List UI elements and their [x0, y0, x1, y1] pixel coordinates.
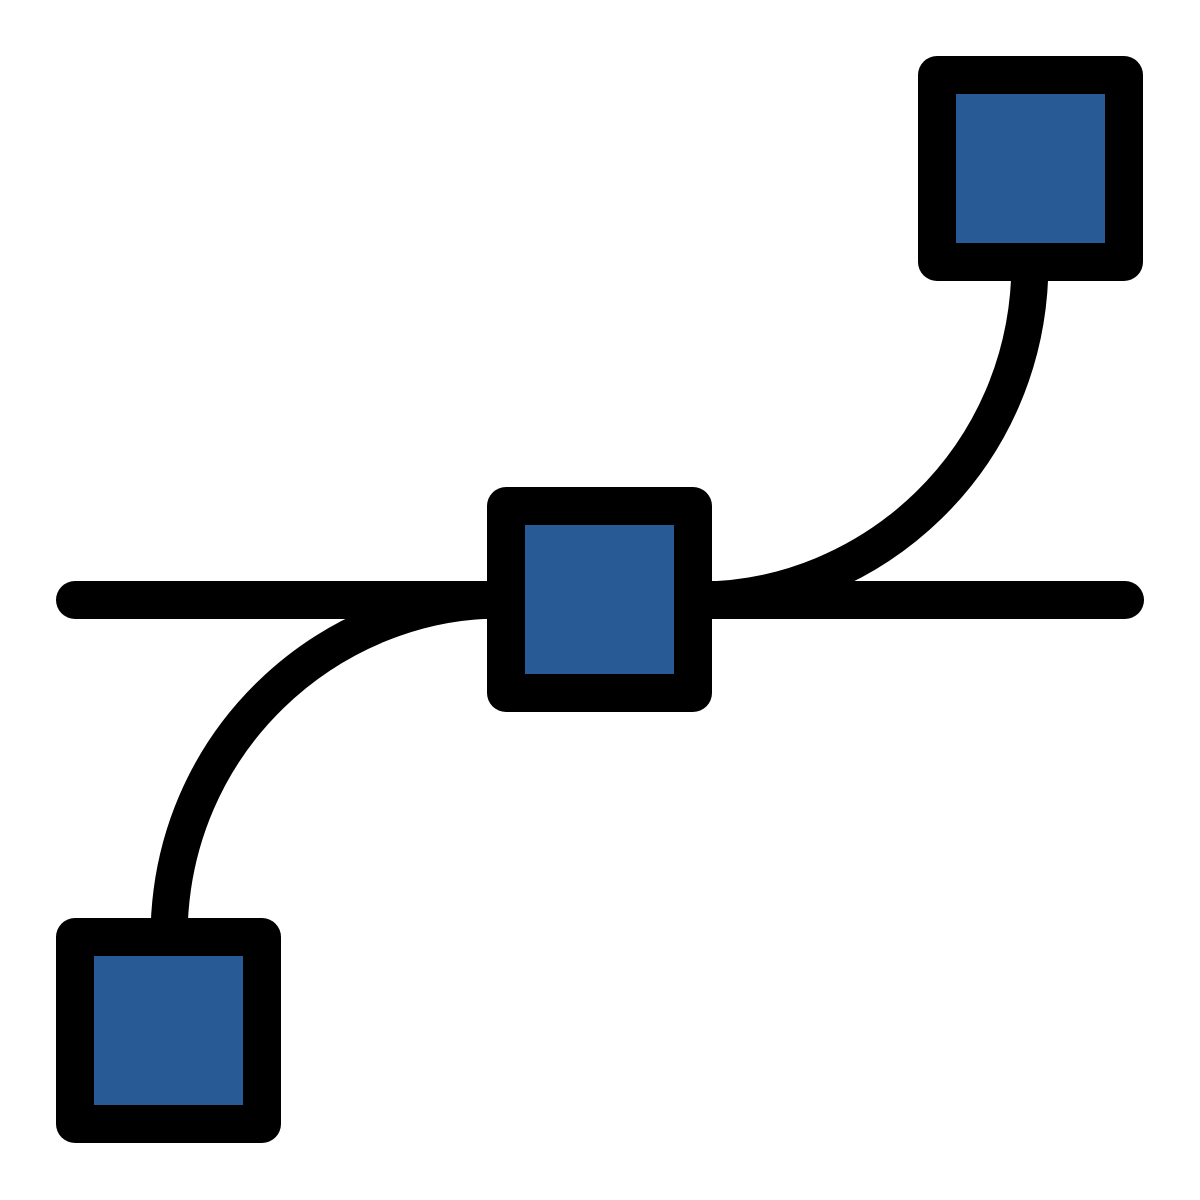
anchor-center [487, 487, 712, 712]
curve-upper [699, 261, 1049, 619]
curve-lower [150, 581, 501, 939]
anchor-bottom-left [56, 918, 281, 1143]
anchor-top-right [918, 56, 1143, 281]
